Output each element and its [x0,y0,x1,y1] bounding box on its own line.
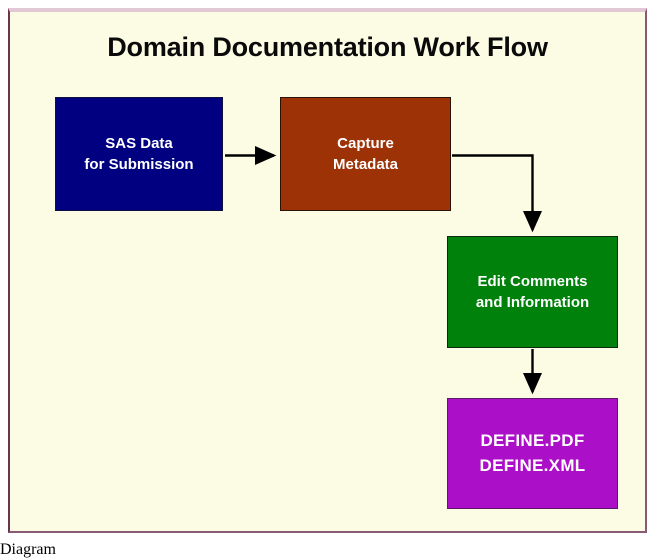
node-sas-data[interactable]: SAS Data for Submission [55,97,223,211]
node-edit-comments-label-line-2: and Information [475,294,590,311]
workflow-diagram-screenshot: Domain Documentation Work Flow [8,8,647,533]
connector-capture-to-edit [452,154,543,233]
node-define-output[interactable]: DEFINE.PDF DEFINE.XML [447,398,618,509]
node-sas-data-label-line-1: SAS Data [105,134,173,152]
node-edit-comments[interactable]: Edit Comments and Information [447,236,618,348]
node-capture-metadata-label-line-1: Capture [337,134,394,152]
node-define-output-label-line-2: DEFINE.XML [479,455,586,475]
node-sas-data-label-line-2: for Submission [84,156,194,173]
node-define-output-label-line-1: DEFINE.PDF [480,431,585,451]
page-title: Domain Documentation Work Flow [107,32,548,62]
diagram-canvas: Domain Documentation Work Flow [55,32,618,509]
node-capture-metadata[interactable]: Capture Metadata [280,97,451,211]
node-edit-comments-label-line-1: Edit Comments [477,272,588,290]
node-capture-metadata-label-line-2: Metadata [332,156,399,173]
